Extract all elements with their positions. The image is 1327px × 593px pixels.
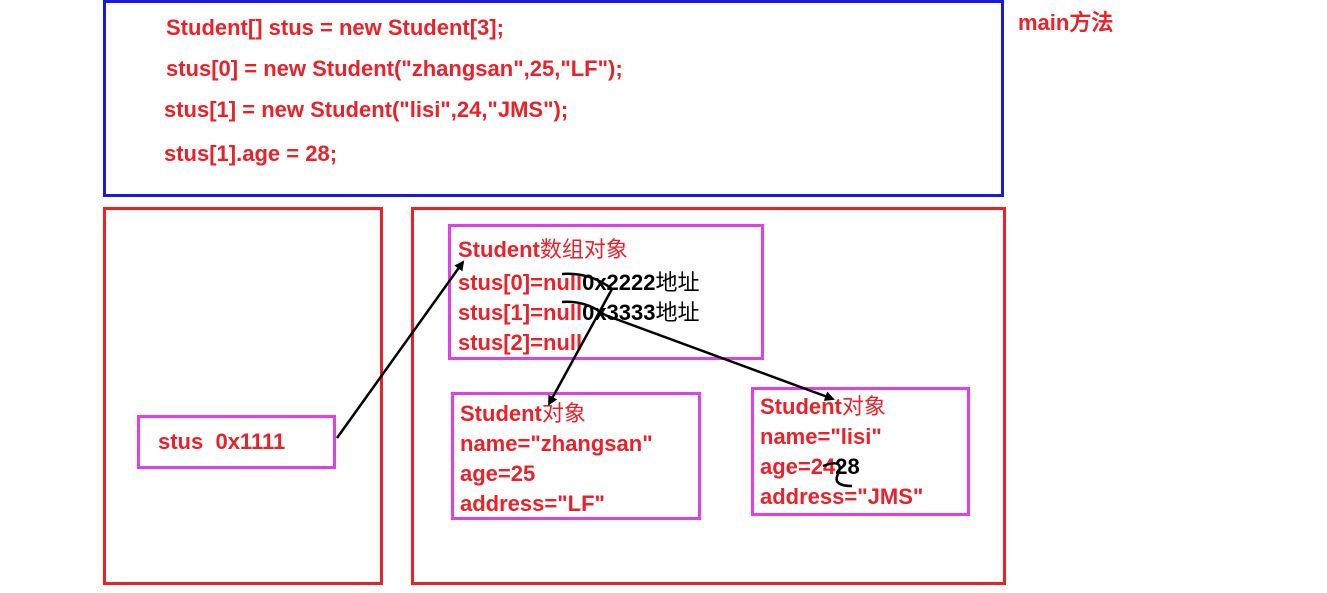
arrow-slot1-to-lisi [604, 313, 835, 401]
array-object-box: Student数组对象 stus[0]=null0x2222地址 stus[1]… [448, 224, 764, 360]
zhangsan-title-en: Student [460, 401, 542, 426]
array-title-cn: 数组对象 [539, 237, 628, 262]
slot0-address-suffix: 地址 [655, 270, 700, 295]
slot1-text: stus[1]=null [458, 300, 583, 325]
zhangsan-name: name="zhangsan" [460, 431, 653, 456]
stack-variable-text: stus 0x1111 [158, 429, 286, 454]
stack-region [103, 207, 383, 585]
slot1-address-suffix: 地址 [655, 300, 700, 325]
zhangsan-address: address="LF" [460, 491, 605, 516]
lisi-title-cn: 对象 [841, 394, 886, 419]
slot0-address: 0x2222 [582, 270, 656, 295]
arrow-stus-to-array [335, 260, 465, 439]
main-method-box: Student[] stus = new Student[3]; stus[0]… [103, 0, 1004, 197]
zhangsan-age: age=25 [460, 461, 536, 486]
student-zhangsan-box: Student对象 name="zhangsan" age=25 address… [451, 392, 701, 520]
main-method-label: main方法 [1018, 10, 1114, 35]
array-slot-0: stus[0]=null0x2222地址 [458, 268, 700, 298]
array-slot-2: stus[2]=null [458, 330, 583, 355]
code-line-4: stus[1].age = 28; [164, 141, 338, 166]
arrow-slot0-to-zhangsan [547, 288, 614, 406]
code-line-3: stus[1] = new Student("lisi",24,"JMS"); [164, 97, 569, 122]
array-title-en: Student [458, 237, 540, 262]
lisi-address: address="JMS" [760, 484, 924, 509]
code-line-2: stus[0] = new Student("zhangsan",25,"LF"… [166, 56, 623, 81]
zhangsan-title: Student对象 [460, 399, 586, 429]
slot0-text: stus[0]=null [458, 270, 583, 295]
heap-region [411, 207, 1006, 585]
stack-variable-box: stus 0x1111 [137, 415, 336, 469]
strike-slot0-null [561, 272, 613, 290]
lisi-age-old: age=24 [760, 454, 836, 479]
lisi-age: age=2428 [760, 452, 860, 482]
lisi-name: name="lisi" [760, 424, 882, 449]
strike-slot1-null [561, 300, 606, 317]
code-line-1: Student[] stus = new Student[3]; [166, 15, 504, 40]
array-object-title: Student数组对象 [458, 235, 628, 265]
strike-age-24 [822, 462, 853, 488]
